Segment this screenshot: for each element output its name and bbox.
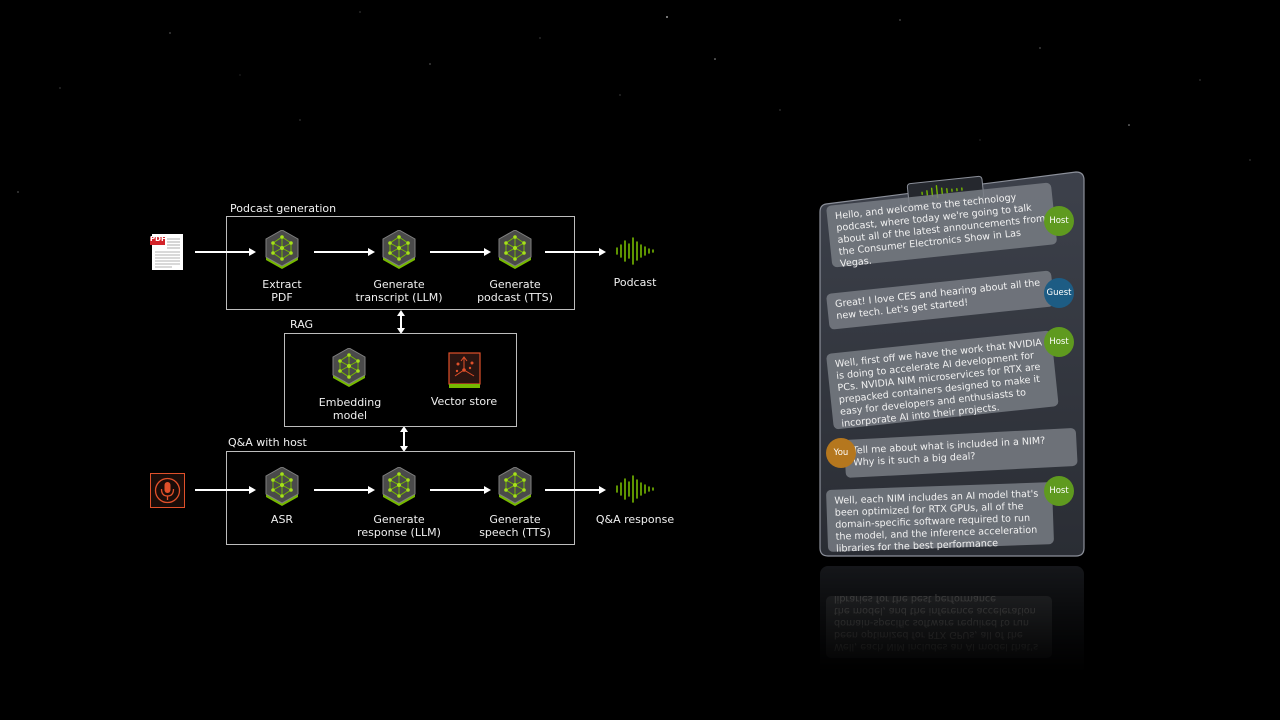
arrow-to-qa-output (545, 486, 606, 494)
chat-panel: Hello, and welcome to the technology pod… (820, 172, 1084, 556)
chat-panel-reflection: Well, each NIM includes an AI model that… (820, 566, 1084, 676)
nim-hexagon-icon (498, 230, 532, 269)
section-title-podcast-generation: Podcast generation (230, 202, 337, 215)
podcast-generation-box (226, 216, 575, 310)
node-label-extract-pdf: Extract PDF (262, 278, 302, 304)
arrow-pdf-to-extract (195, 248, 256, 256)
nim-hexagon-icon (498, 467, 532, 506)
chat-message-you: Tell me about what is included in a NIM?… (844, 427, 1078, 478)
rag-box (284, 333, 517, 427)
nim-hexagon-icon (265, 467, 299, 506)
node-label-generate-transcript: Generate transcript (LLM) (355, 278, 443, 304)
arrow-transcript-to-podcast (430, 248, 491, 256)
nim-hexagon-icon (332, 348, 366, 387)
bidirectional-arrow-rag-qa (400, 426, 408, 452)
pdf-document-icon (150, 234, 183, 270)
section-title-rag: RAG (290, 318, 314, 331)
section-title-qa-with-host: Q&A with host (228, 436, 307, 449)
avatar-guest: Guest (1044, 278, 1074, 308)
pdf-badge: PDF (150, 235, 166, 243)
chat-message-host: Hello, and welcome to the technology pod… (826, 182, 1058, 270)
audio-waveform-icon (616, 475, 654, 503)
node-label-asr: ASR (270, 513, 294, 526)
node-label-vector-store: Vector store (430, 395, 498, 408)
bidirectional-arrow-podcast-rag (397, 310, 405, 334)
output-label-podcast: Podcast (613, 276, 657, 289)
audio-waveform-icon (616, 237, 654, 265)
avatar-host: Host (1044, 476, 1074, 506)
nim-hexagon-icon (265, 230, 299, 269)
chat-message-host: Well, each NIM includes an AI model that… (826, 482, 1055, 555)
node-label-generate-speech: Generate speech (TTS) (479, 513, 551, 539)
arrow-asr-to-response (314, 486, 375, 494)
nim-hexagon-icon (382, 467, 416, 506)
qa-with-host-box (226, 451, 575, 545)
arrow-response-to-speech (430, 486, 491, 494)
output-label-qa-response: Q&A response (595, 513, 675, 526)
vector-store-icon (448, 352, 481, 388)
arrow-mic-to-asr (195, 486, 256, 494)
chat-message-guest: Great! I love CES and hearing about all … (826, 270, 1055, 330)
node-label-embedding-model: Embedding model (318, 396, 382, 422)
microphone-icon (150, 473, 185, 508)
avatar-host: Host (1044, 327, 1074, 357)
chat-message-host: Well, first off we have the work that NV… (826, 330, 1059, 430)
avatar-you: You (826, 438, 856, 468)
arrow-extract-to-transcript (314, 248, 375, 256)
node-label-generate-podcast: Generate podcast (TTS) (477, 278, 553, 304)
nim-hexagon-icon (382, 230, 416, 269)
reflection-message: Well, each NIM includes an AI model that… (826, 593, 1052, 658)
arrow-to-podcast-output (545, 248, 606, 256)
node-label-generate-response: Generate response (LLM) (357, 513, 441, 539)
avatar-host: Host (1044, 206, 1074, 236)
